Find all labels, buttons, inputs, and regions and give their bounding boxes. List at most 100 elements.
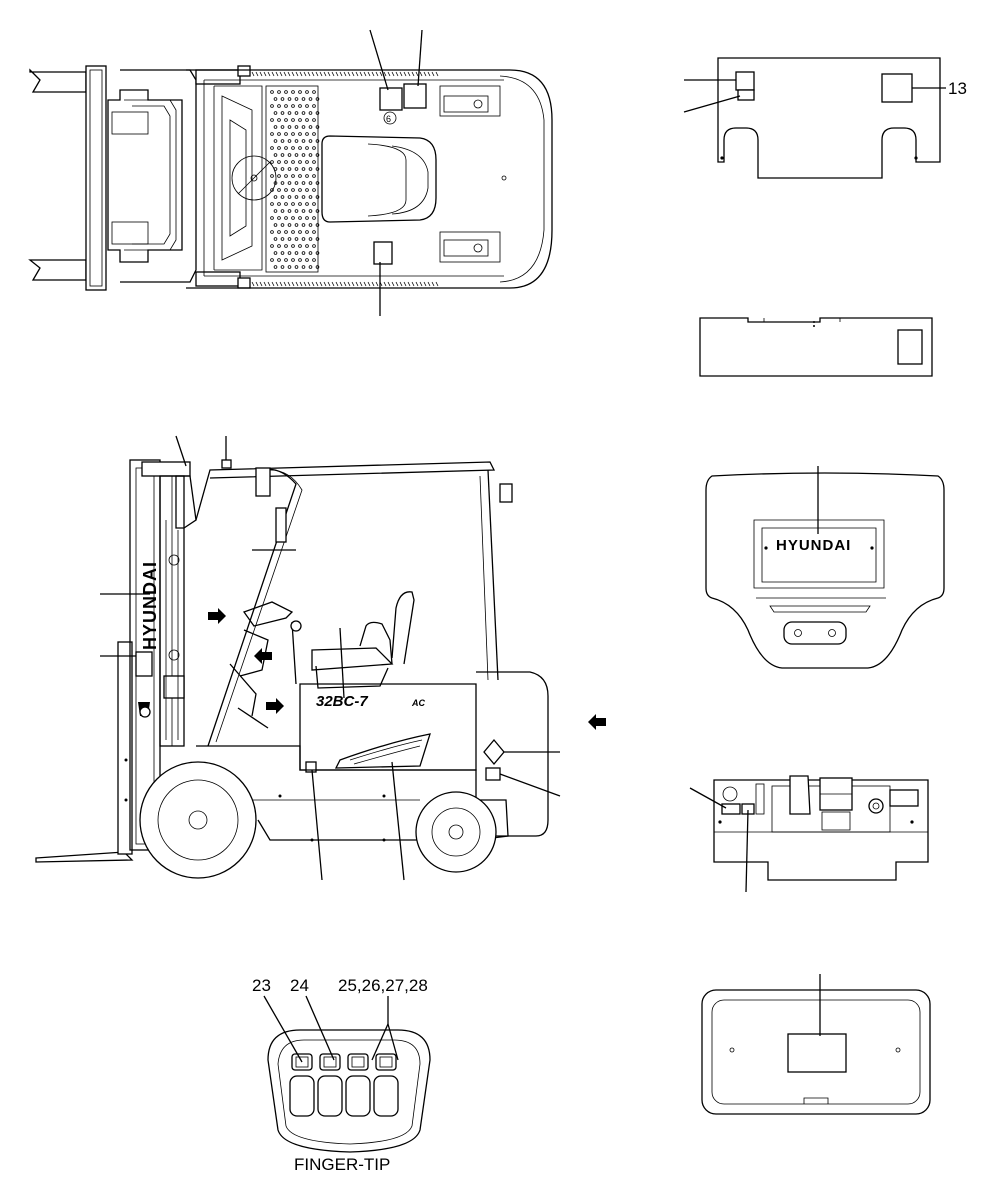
hatch-mark [251,281,255,287]
hatch-mark [351,71,355,77]
floor-dot [273,265,278,269]
hatch-mark [279,71,283,77]
hatch-mark [291,281,295,287]
floor-dot [287,111,292,115]
floor-dot [308,139,313,143]
floor-dot [305,104,309,108]
floor-dot [312,160,316,164]
finger-tip-control: 23 24 25,26,27,28 FINGER-TIP [252,976,431,1174]
floor-dot [287,139,292,143]
floor-dot [308,111,313,115]
hatch-mark [427,281,431,287]
leader-line [387,1023,399,1061]
finger-tip-lever-1 [289,1075,315,1117]
hatch-mark [363,281,367,287]
panel-item-13: 13 [683,57,967,179]
hatch-mark [423,71,427,77]
hatch-mark [311,281,315,287]
floor-dot [315,237,320,241]
floor-dot [308,209,313,213]
hatch-mark [295,281,299,287]
floor-dot [305,188,309,192]
hatch-mark [339,281,343,287]
hatch-mark [367,71,371,77]
floor-dot [277,230,281,234]
counterweight-cover: HYUNDAI [705,466,945,669]
floor-dot [284,146,288,150]
hatch-mark [371,281,375,287]
floor-dot [312,104,316,108]
floor-dot [315,139,320,143]
floor-dot [277,202,281,206]
hatch-mark [347,71,351,77]
hatch-mark [311,71,315,77]
floor-dot [273,209,278,213]
floor-dot [312,258,316,262]
floor-dot [284,258,288,262]
floor-dot [291,132,295,136]
floor-dot [298,132,302,136]
floor-dot [294,209,299,213]
leader-line [417,29,423,87]
leader-line [263,995,303,1063]
floor-dot [287,251,292,255]
floor-dot [273,237,278,241]
hatch-mark [431,281,435,287]
floor-dot [284,118,288,122]
floor-dot [270,90,274,94]
floor-dot [301,125,306,129]
floor-dot [291,202,295,206]
floor-dot [277,174,281,178]
floor-dot [270,188,274,192]
finger-tip-lever-2 [317,1075,343,1117]
hatch-mark [367,281,371,287]
hatch-mark [359,281,363,287]
floor-dot [284,202,288,206]
floor-dot [280,195,285,199]
floor-dot [294,167,299,171]
floor-dot [312,132,316,136]
floor-dot [273,223,278,227]
hatch-mark [395,71,399,77]
hatch-mark [315,281,319,287]
floor-dot [298,202,302,206]
hatch-mark [275,281,279,287]
hatch-mark [335,281,339,287]
floor-dot [291,146,295,150]
floor-dot [308,125,313,129]
hatch-mark [303,71,307,77]
floor-dot [284,104,288,108]
finger-tip-label-2 [319,1053,341,1071]
floor-dot [273,181,278,185]
hatch-mark [383,281,387,287]
hatch-mark [407,71,411,77]
floor-dot [287,265,292,269]
floor-dot [315,223,320,227]
floor-dot [312,90,316,94]
floor-dot [315,125,320,129]
floor-dot [298,146,302,150]
hatch-mark [299,71,303,77]
floor-dot [305,160,309,164]
floor-dot [287,237,292,241]
floor-dot [280,265,285,269]
floor-dot [277,258,281,262]
floor-dot [298,104,302,108]
floor-dot [277,216,281,220]
floor-dot [294,223,299,227]
floor-dot [287,97,292,101]
floor-dot [277,244,281,248]
floor-dot [298,118,302,122]
hatch-mark [415,281,419,287]
callout-13: 13 [948,79,967,98]
floor-dot [312,244,316,248]
rounded-plate [701,974,931,1115]
hatch-mark [255,71,259,77]
floor-dot [294,111,299,115]
hatch-mark [375,281,379,287]
hatch-mark [391,71,395,77]
floor-dot [312,118,316,122]
seat-plate-number: 6 [386,114,391,124]
hatch-mark [371,71,375,77]
floor-dot [298,258,302,262]
